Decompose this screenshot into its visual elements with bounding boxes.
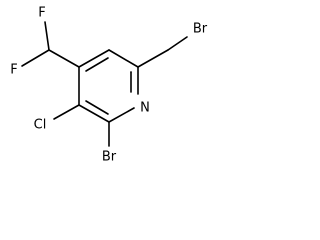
bond-chf2-f-bottom xyxy=(21,49,50,67)
atom-label-bromine-ring: Br xyxy=(102,150,117,165)
atom-label-fluorine-top: F xyxy=(38,6,45,21)
bond-ch2-br xyxy=(167,36,188,51)
atom-label-chlorine: Cl xyxy=(34,118,47,133)
pyridine-ring xyxy=(78,49,139,123)
bond-chf2-f-top xyxy=(44,21,50,51)
bond-c5-c6 xyxy=(108,49,139,68)
bond-c4-c5 xyxy=(78,49,110,68)
atom-label-ring-nitrogen: N xyxy=(140,101,150,116)
bond-c6-ch2 xyxy=(137,49,169,68)
bond-c3-cl xyxy=(53,104,80,120)
double-bond-c4-c5 xyxy=(85,57,109,72)
bond-c4-chf2 xyxy=(48,49,80,68)
molecule-structure: F F Cl Br N Br xyxy=(10,6,208,165)
atom-label-fluorine-bottom: F xyxy=(10,63,17,78)
bond-n1-c2 xyxy=(108,107,135,123)
double-bond-c2-c3 xyxy=(85,100,109,115)
atom-label-bromine-methyl: Br xyxy=(193,22,208,37)
bond-c2-c3 xyxy=(78,104,110,123)
substituent-bonds xyxy=(21,21,188,147)
